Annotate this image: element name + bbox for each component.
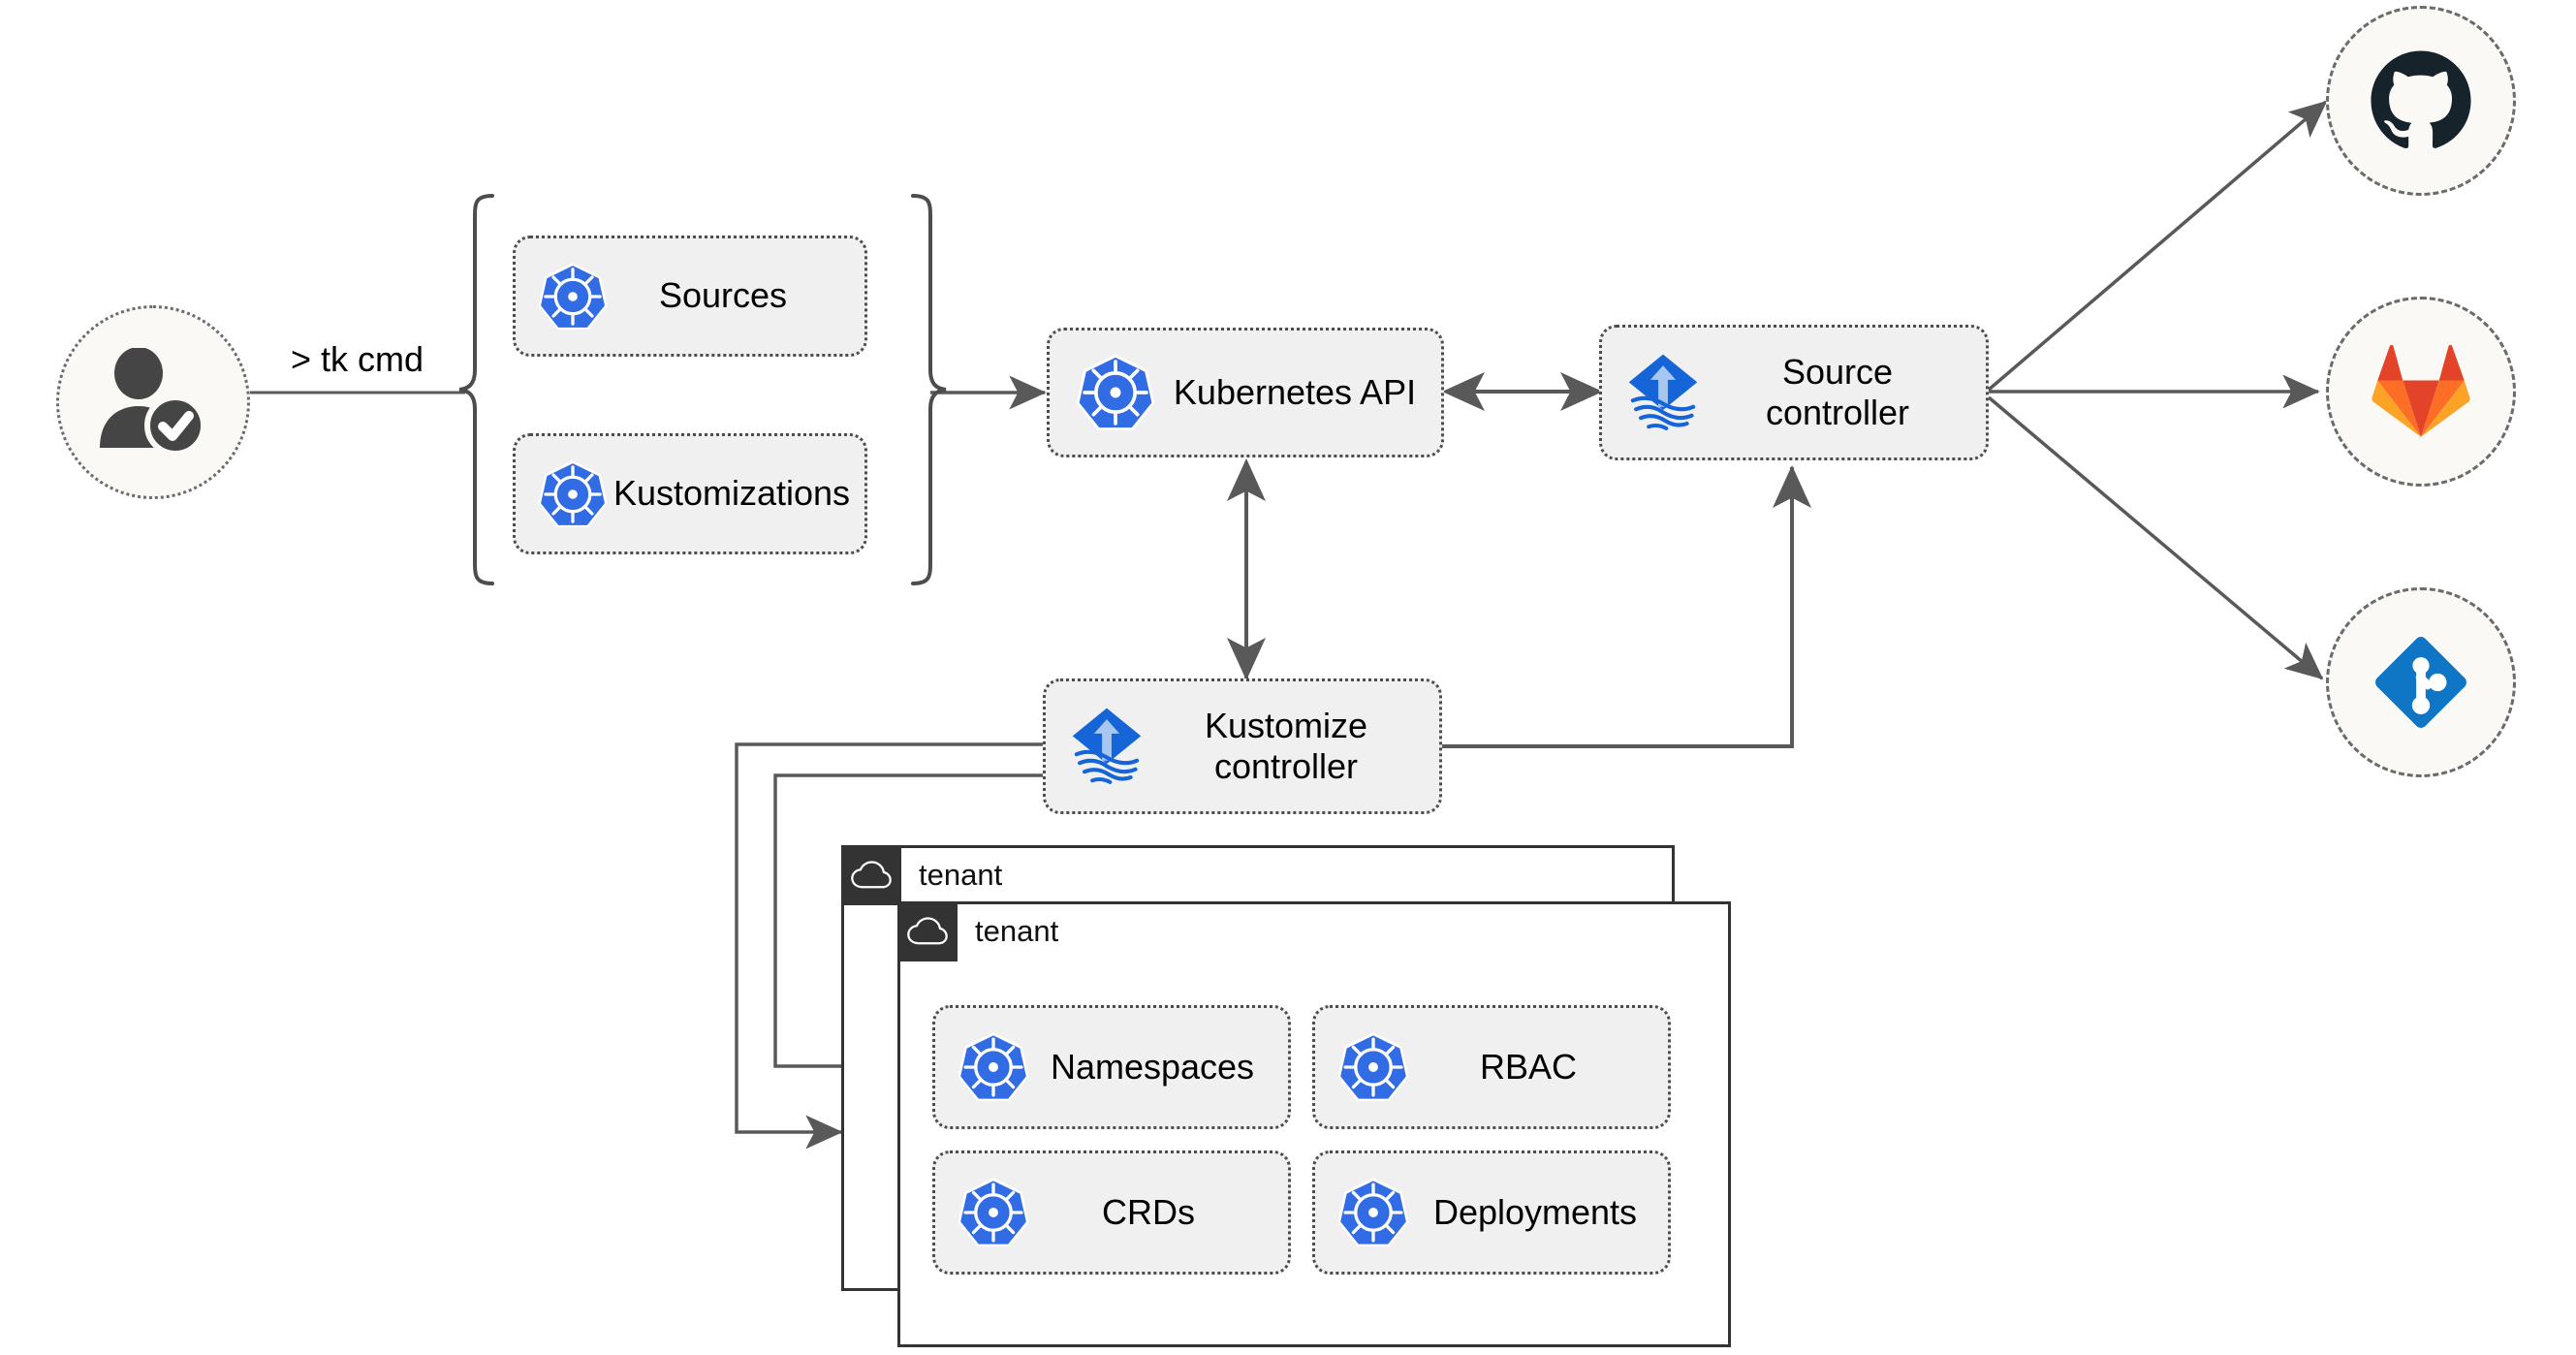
kustomize-controller-label-line1: Kustomize <box>1204 705 1368 745</box>
tk-cmd-label: > tk cmd <box>291 339 424 379</box>
tenant-2-title: tenant <box>975 914 1059 948</box>
source-controller-label-line2: controller <box>1765 393 1910 432</box>
kubernetes-icon <box>1337 1178 1409 1246</box>
source-controller-label-line1: Source <box>1781 351 1894 392</box>
cloud-glyph-icon <box>907 917 948 945</box>
brace-right <box>911 194 947 585</box>
connector-kustomize-to-tenant-1 <box>735 742 1045 1150</box>
tenant-resource-label-namespaces: Namespaces <box>1050 1046 1255 1087</box>
kubernetes-icon <box>1076 354 1155 430</box>
connector-source-to-github <box>1987 100 2328 392</box>
connector-kustomize-to-tenant-2 <box>773 773 1045 1084</box>
kubernetes-api-node[interactable]: Kubernetes API <box>1047 328 1444 457</box>
tenant-1-titlebar: tenant <box>841 845 1020 905</box>
kustomize-controller-node[interactable]: Kustomize controller <box>1043 678 1442 814</box>
tenant-2-titlebar: tenant <box>897 901 1076 961</box>
source-controller-node[interactable]: Source controller <box>1599 325 1989 460</box>
source-controller-label: Source controller <box>1703 352 1986 434</box>
cloud-glyph-icon <box>851 861 892 889</box>
brace-left <box>458 194 494 585</box>
flux-icon <box>1072 708 1142 784</box>
git-provider-gitlab[interactable] <box>2326 297 2516 487</box>
git-provider-git[interactable] <box>2326 587 2516 777</box>
tenant-resource-rbac[interactable]: RBAC <box>1312 1005 1671 1129</box>
kustomize-controller-label-line2: controller <box>1213 746 1359 786</box>
kubernetes-icon <box>538 459 608 527</box>
tenant-resource-deployments[interactable]: Deployments <box>1312 1150 1671 1275</box>
tenant-resource-crds[interactable]: CRDs <box>932 1150 1291 1275</box>
tenant-resource-label-rbac: RBAC <box>1479 1046 1578 1087</box>
gitlab-icon <box>2372 344 2470 437</box>
connector-kustomize-to-source-controller <box>1442 465 1811 748</box>
kubernetes-icon <box>958 1032 1029 1101</box>
tenant-resource-label-crds: CRDs <box>1102 1191 1195 1232</box>
resource-label-kustomizations: Kustomizations <box>613 473 851 514</box>
kubernetes-icon <box>538 262 608 330</box>
kustomize-controller-label: Kustomize controller <box>1147 706 1439 788</box>
resource-box-sources[interactable]: Sources <box>513 236 867 357</box>
connector-source-to-git <box>1987 395 2324 680</box>
cloud-icon <box>841 845 901 905</box>
user-check-icon <box>100 348 206 457</box>
user-verified-avatar[interactable] <box>56 305 250 499</box>
tenant-resource-label-deployments: Deployments <box>1432 1191 1638 1232</box>
github-icon <box>2371 50 2471 149</box>
tenant-resource-namespaces[interactable]: Namespaces <box>932 1005 1291 1129</box>
git-icon <box>2375 637 2466 728</box>
resource-label-sources: Sources <box>658 275 788 316</box>
tenant-window-2[interactable]: tenant Namespaces <box>897 901 1731 1347</box>
flux-icon <box>1628 354 1698 430</box>
kubernetes-api-label: Kubernetes API <box>1173 371 1417 412</box>
tenant-1-title: tenant <box>919 858 1003 892</box>
kubernetes-icon <box>958 1178 1029 1246</box>
resources-brace-group <box>458 194 947 585</box>
cloud-icon <box>897 901 958 961</box>
kubernetes-icon <box>1337 1032 1409 1101</box>
resource-box-kustomizations[interactable]: Kustomizations <box>513 433 867 554</box>
git-provider-github[interactable] <box>2326 6 2516 196</box>
